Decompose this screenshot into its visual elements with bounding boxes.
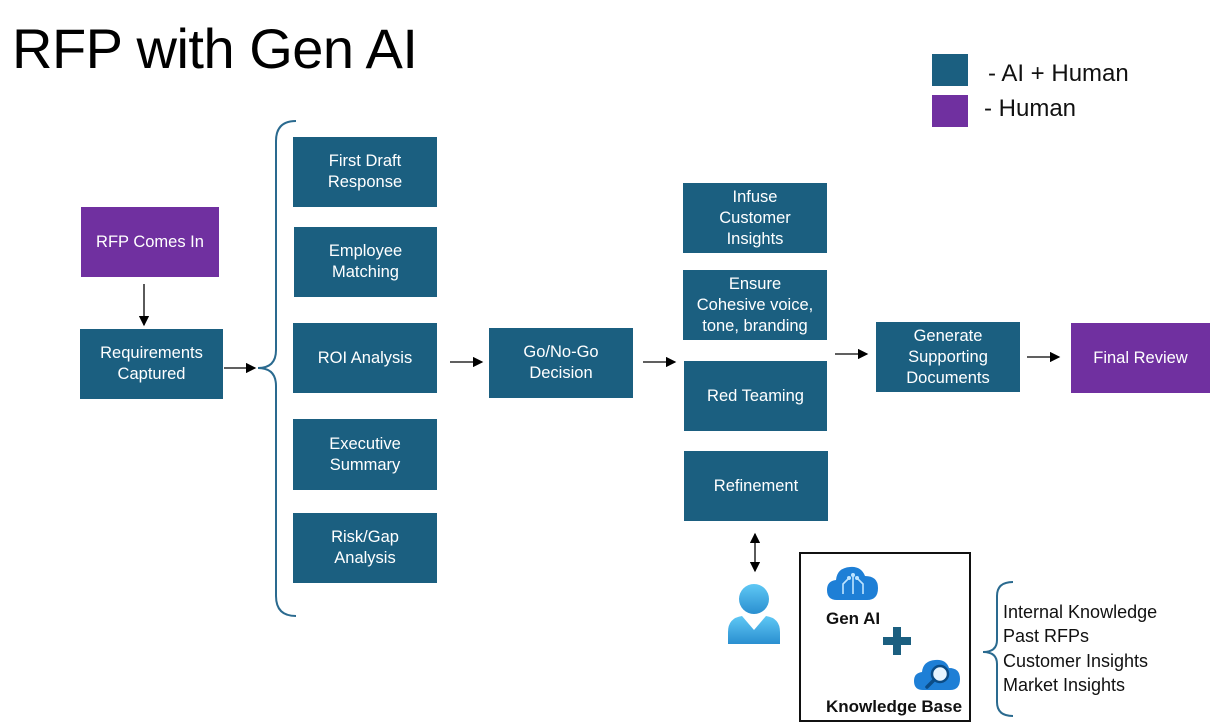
source-market-insights: Market Insights [1003,675,1126,695]
node-generate-supporting-documents: Generate Supporting Documents [876,322,1020,392]
source-past-rfps: Past RFPs [1003,626,1090,646]
node-ensure-cohesive-voice: Ensure Cohesive voice, tone, branding [683,270,827,340]
node-first-draft-response: First Draft Response [293,137,437,207]
node-employee-matching: Employee Matching [294,227,437,297]
bracket-sources [982,581,1014,717]
node-go-no-go-decision: Go/No-Go Decision [489,328,633,398]
legend-label-ai-human: - AI + Human [988,60,1129,87]
page-title: RFP with Gen AI [12,17,418,80]
node-refinement: Refinement [684,451,828,521]
knowledge-base-label: Knowledge Base [826,697,963,716]
plus-icon [883,627,911,655]
gen-ai-cloud-icon [827,566,878,600]
node-risk-gap-analysis: Risk/Gap Analysis [293,513,437,583]
node-requirements-captured: Requirements Captured [80,329,223,399]
legend-swatch-human [932,95,968,127]
node-rfp-comes-in: RFP Comes In [81,207,219,277]
node-roi-analysis: ROI Analysis [293,323,437,393]
source-customer-insights: Customer Insights [1003,651,1149,671]
node-red-teaming: Red Teaming [684,361,827,431]
bracket-analysis-group [257,120,297,617]
knowledge-panel [799,552,971,722]
gen-ai-label: Gen AI [826,609,881,628]
node-infuse-customer-insights: Infuse Customer Insights [683,183,827,253]
node-executive-summary: Executive Summary [293,419,437,490]
person-icon [728,584,780,644]
legend-label-human: - Human [984,95,1077,122]
legend-swatch-ai-human [932,54,968,86]
knowledge-base-search-icon [914,659,960,690]
node-final-review: Final Review [1071,323,1210,393]
source-internal-knowledge: Internal Knowledge [1003,602,1158,622]
